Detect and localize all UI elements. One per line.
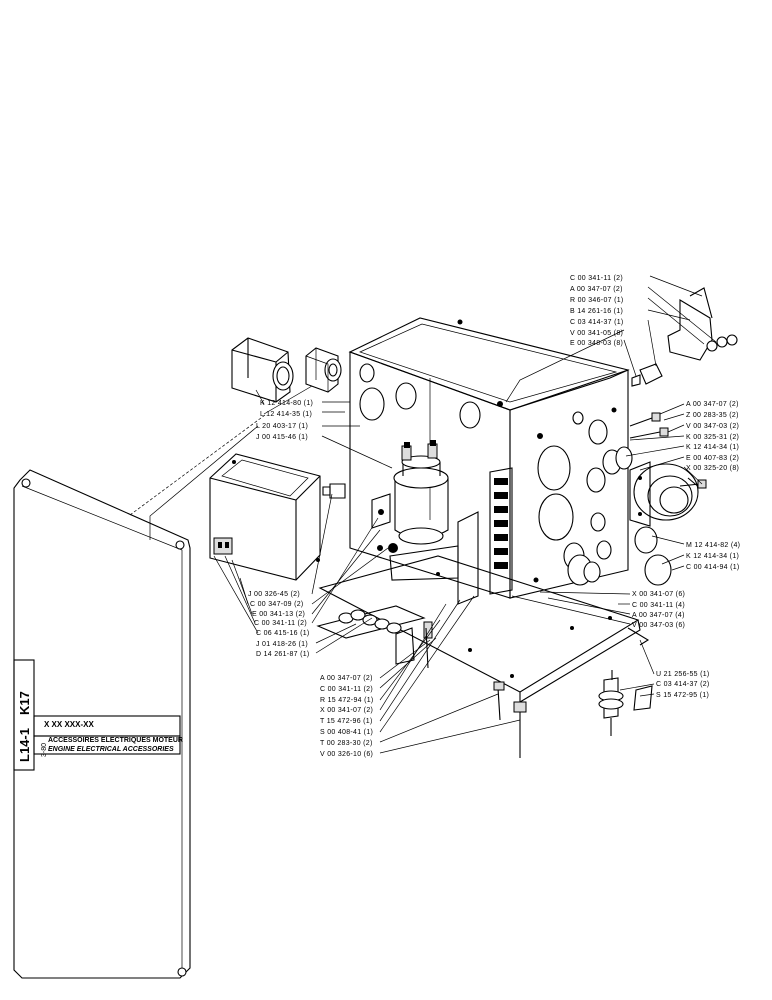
label-a-00-347-07: A 00 347-07 (2) xyxy=(570,286,623,293)
label-l-20-403-17: L 20 403-17 (1) xyxy=(256,423,308,430)
cable-gland-small xyxy=(305,347,342,393)
label-r-00-346-07: R 00 346-07 (1) xyxy=(570,297,624,304)
label-s-00-408-41: S 00 408-41 (1) xyxy=(320,729,373,736)
label-c-03-414-37-2: C 03 414-37 (2) xyxy=(656,681,710,688)
label-c-06-415-16: C 06 415-16 (1) xyxy=(256,630,310,637)
cover-panel xyxy=(13,414,266,979)
label-right-a-00-347-07: A 00 347-07 (2) xyxy=(686,401,739,408)
label-t-00-283-30: T 00 283-30 (2) xyxy=(320,740,373,747)
label-right-k-00-325-31: K 00 325-31 (2) xyxy=(686,434,739,441)
label-j-00-415-46: J 00 415-46 (1) xyxy=(256,434,308,441)
date-code: 3-80 xyxy=(41,743,48,757)
labels-bottom-center: A 00 347-07 (2) C 00 341-11 (2) R 15 472… xyxy=(320,675,374,758)
pressure-switch xyxy=(629,461,705,527)
label-c-00-341-11-4: C 00 341-11 (4) xyxy=(632,602,685,609)
label-c-00-347-09: C 00 347-09 (2) xyxy=(250,601,304,608)
relay-solenoid xyxy=(371,440,449,545)
labels-upper-left: K 12 414-80 (1) L 12 414-35 (1) L 20 403… xyxy=(256,400,313,441)
label-b-14-261-16: B 14 261-16 (1) xyxy=(570,308,623,315)
label-k-12-414-80: K 12 414-80 (1) xyxy=(260,400,313,407)
label-c-00-414-94: C 00 414-94 (1) xyxy=(686,564,740,571)
label-bc-a-00-347-07: A 00 347-07 (2) xyxy=(320,675,373,682)
label-c-00-341-11: C 00 341-11 (2) xyxy=(570,275,623,282)
label-j-01-418-26: J 01 418-26 (1) xyxy=(256,641,308,648)
label-s-15-472-95: S 15 472-95 (1) xyxy=(656,692,709,699)
title-french: ACCESSOIRES ELECTRIQUES MOTEUR xyxy=(48,737,183,744)
label-d-14-261-87: D 14 261-87 (1) xyxy=(256,651,310,658)
bolts-bottom xyxy=(425,627,527,758)
label-r-15-472-94: R 15 472-94 (1) xyxy=(320,697,374,704)
labels-bottom-right: U 21 256-55 (1) C 03 414-37 (2) S 15 472… xyxy=(656,671,710,699)
page-code-a: K17 xyxy=(17,691,32,715)
label-v-00-341-05: V 00 341-05 (8) xyxy=(570,330,623,337)
labels-right-low: X 00 341-07 (6) C 00 341-11 (4) A 00 347… xyxy=(632,591,685,629)
labels-right-mid: M 12 414-82 (4) K 12 414-34 (1) C 00 414… xyxy=(686,542,740,571)
label-k-12-414-34-mid: K 12 414-34 (1) xyxy=(686,553,739,560)
label-bc-c-00-341-11: C 00 341-11 (2) xyxy=(320,686,373,693)
label-v-00-326-10: V 00 326-10 (6) xyxy=(320,751,373,758)
label-x-00-341-07-6: X 00 341-07 (6) xyxy=(632,591,685,598)
label-j-00-326-45: J 00 326-45 (2) xyxy=(248,591,300,598)
label-c-03-414-37: C 03 414-37 (1) xyxy=(570,319,624,326)
title-english: ENGINE ELECTRICAL ACCESSORIES xyxy=(48,746,174,753)
labels-top-right: C 00 341-11 (2) A 00 347-07 (2) R 00 346… xyxy=(570,275,624,347)
glands-right xyxy=(567,446,672,586)
page-code-b: L14-1 xyxy=(17,728,32,762)
bracket-top-right xyxy=(631,287,738,387)
label-l-12-414-35: L 12 414-35 (1) xyxy=(260,411,312,418)
fuse-holder xyxy=(316,605,433,665)
base-plate xyxy=(318,555,650,703)
ref-code: X XX XXX-XX xyxy=(44,720,94,729)
label-e-00-341-13: E 00 341-13 (2) xyxy=(252,611,305,618)
cable-gland-large xyxy=(231,337,294,403)
label-right-v-00-347-03: V 00 347-03 (2) xyxy=(686,423,739,430)
label-u-21-256-55: U 21 256-55 (1) xyxy=(656,671,710,678)
label-right-x-00-325-20: X 00 325-20 (8) xyxy=(686,465,739,472)
label-right-e-00-407-83: E 00 407-83 (2) xyxy=(686,455,739,462)
label-m-12-414-82: M 12 414-82 (4) xyxy=(686,542,740,549)
label-t-15-472-96: T 15 472-96 (1) xyxy=(320,718,373,725)
title-block: K17 L14-1 3-80 X XX XXX-XX ACCESSOIRES E… xyxy=(13,659,183,771)
electrical-box xyxy=(348,317,630,599)
terminal-box xyxy=(209,453,346,581)
label-right-z-00-283-35: Z 00 283-35 (2) xyxy=(686,412,739,419)
leader-lines xyxy=(149,275,717,754)
silent-block-mounts xyxy=(598,670,653,736)
label-bc-x-00-341-07: X 00 341-07 (2) xyxy=(320,707,373,714)
label-a-00-347-07-4: A 00 347-07 (4) xyxy=(632,612,685,619)
labels-mid-left: J 00 326-45 (2) C 00 347-09 (2) E 00 341… xyxy=(248,591,310,658)
label-right-k-12-414-34: K 12 414-34 (1) xyxy=(686,444,739,451)
label-v-00-347-03-6: V 00 347-03 (6) xyxy=(632,622,685,629)
label-c-00-341-11-mid: C 00 341-11 (2) xyxy=(254,620,307,627)
labels-right: A 00 347-07 (2) Z 00 283-35 (2) V 00 347… xyxy=(686,401,739,472)
label-e-00-348-03: E 00 348-03 (8) xyxy=(570,340,623,347)
terminal-strip xyxy=(389,467,513,605)
